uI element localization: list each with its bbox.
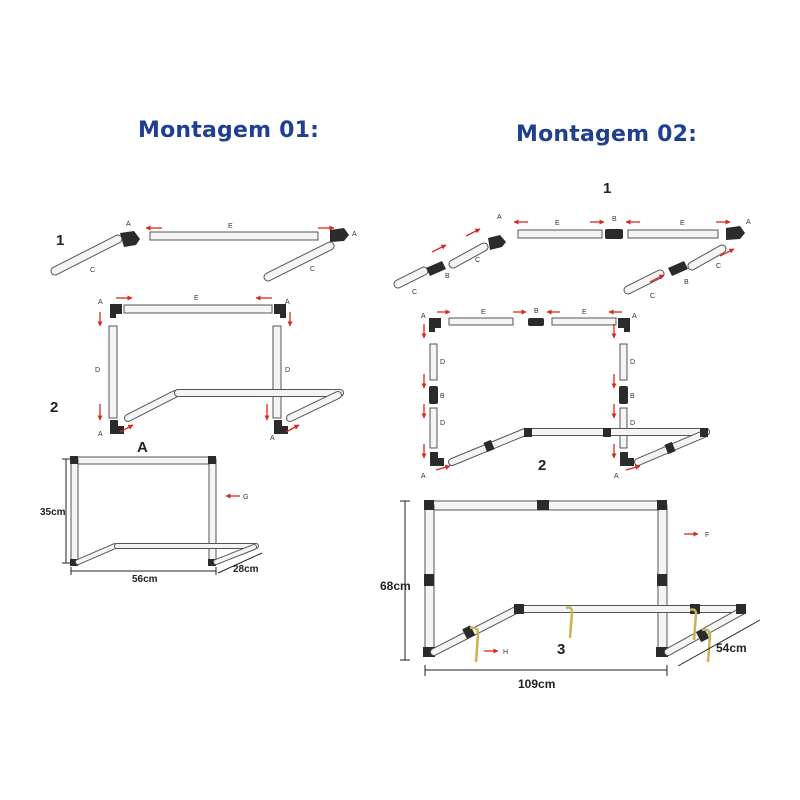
svg-text:E: E [680, 220, 685, 227]
svg-text:D: D [630, 420, 635, 427]
stake-icon [565, 606, 574, 639]
left-height-dim: 35cm [40, 507, 66, 518]
svg-text:D: D [95, 367, 100, 374]
right-step1: 1 C B C A E B E A C B C [393, 180, 751, 300]
svg-text:D: D [440, 359, 445, 366]
svg-text:C: C [475, 257, 480, 264]
svg-text:F: F [705, 532, 709, 539]
left-step1: 1 C A E A C [50, 221, 357, 282]
svg-text:A: A [352, 231, 357, 238]
svg-text:E: E [481, 309, 486, 316]
left-width-dim: 56cm [132, 574, 158, 585]
svg-text:D: D [285, 367, 290, 374]
connector-a-right [330, 228, 349, 242]
title-montagem-01: Montagem 01: [138, 118, 320, 143]
svg-text:D: D [630, 359, 635, 366]
svg-text:A: A [497, 214, 502, 221]
svg-text:A: A [421, 313, 426, 320]
svg-text:E: E [194, 295, 199, 302]
svg-text:B: B [684, 279, 689, 286]
svg-text:C: C [716, 263, 721, 270]
right-step2-number: 2 [538, 457, 546, 474]
svg-text:A: A [98, 299, 103, 306]
right-step2: 2 A A E B E D B D A D B D A [421, 308, 710, 480]
svg-text:A: A [421, 473, 426, 480]
svg-text:H: H [503, 649, 508, 656]
svg-text:D: D [440, 420, 445, 427]
left-step2: 2 E A A D D A A [50, 295, 344, 442]
right-height-dim: 68cm [380, 579, 411, 593]
left-step2-number: 2 [50, 399, 58, 416]
stake-icon [701, 628, 712, 663]
left-depth-dim: 28cm [233, 564, 259, 575]
connector-a-left [120, 231, 140, 247]
svg-text:A: A [285, 299, 290, 306]
right-assembled: H F 3 68cm 109cm 54cm [380, 500, 761, 691]
left-assembled: A G 35cm 56cm 28cm [40, 439, 263, 585]
svg-text:E: E [582, 309, 587, 316]
left-assembled-label: A [137, 439, 148, 456]
svg-text:A: A [270, 435, 275, 442]
svg-text:C: C [412, 289, 417, 296]
svg-text:B: B [612, 216, 617, 223]
svg-text:E: E [555, 220, 560, 227]
right-step3-number: 3 [557, 641, 565, 658]
tube-e [149, 231, 319, 241]
svg-text:A: A [126, 221, 131, 228]
svg-text:A: A [632, 313, 637, 320]
svg-text:B: B [630, 393, 635, 400]
svg-text:G: G [243, 494, 248, 501]
svg-text:C: C [650, 293, 655, 300]
svg-text:C: C [310, 266, 315, 273]
svg-text:A: A [614, 473, 619, 480]
left-step1-number: 1 [56, 232, 64, 249]
svg-text:E: E [228, 223, 233, 230]
svg-text:A: A [98, 431, 103, 438]
stake-icon [689, 608, 698, 641]
svg-text:B: B [440, 393, 445, 400]
stake-icon [469, 626, 480, 663]
title-montagem-02: Montagem 02: [516, 122, 698, 147]
svg-text:A: A [746, 219, 751, 226]
svg-text:C: C [90, 267, 95, 274]
right-width-dim: 109cm [518, 677, 555, 691]
svg-text:B: B [445, 273, 450, 280]
right-depth-dim: 54cm [716, 641, 747, 655]
right-step1-number: 1 [603, 180, 611, 197]
svg-text:B: B [534, 308, 539, 315]
